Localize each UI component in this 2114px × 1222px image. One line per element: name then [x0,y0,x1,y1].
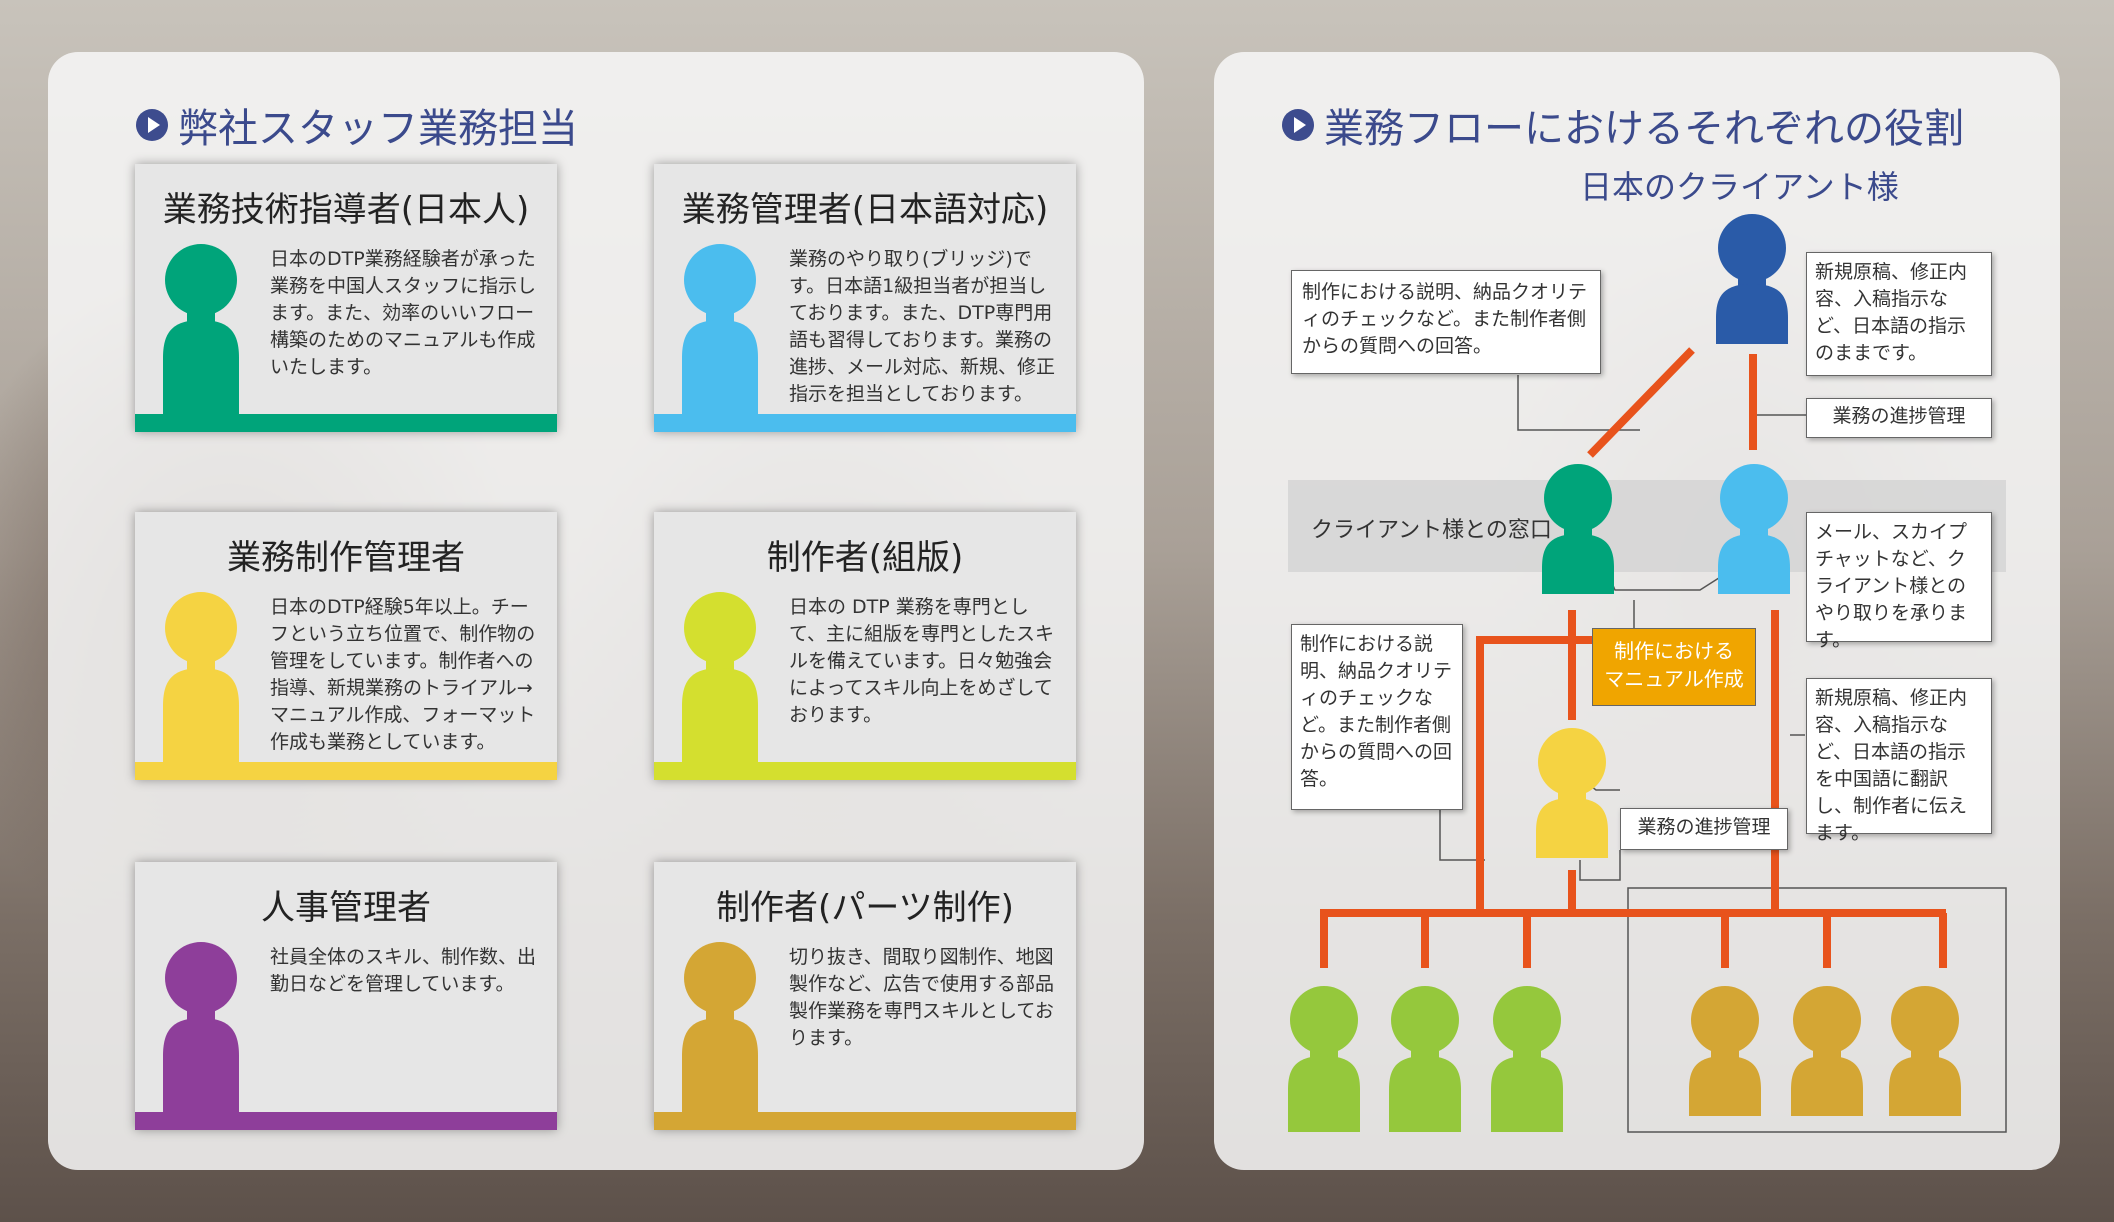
manual-creation-box: 制作における マニュアル作成 [1592,628,1756,706]
card-title: 制作者(パーツ制作) [716,888,1014,928]
parts-maker-figure [1791,986,1863,1116]
note-quality-check-top: 制作における説明、納品クオリティのチェックなど。また制作者側からの質問への回答。 [1291,270,1601,374]
client-label: 日本のクライアント様 [1580,168,1899,206]
card-color-bar [135,414,557,432]
person-icon [682,244,758,414]
typesetter-figure [1288,986,1360,1132]
note-translation: 新規原稿、修正内容、入稿指示など、日本語の指示を中国語に翻訳し、制作者に伝えます… [1806,678,1992,844]
supervisor-figure [1542,464,1614,594]
production-manager-figure [1536,728,1608,858]
card-description: 切り抜き、間取り図制作、地図製作など、広告で使用する部品製作業務を専門スキルとし… [789,946,1055,1049]
card-title: 業務管理者(日本語対応) [681,190,1049,230]
typesetter-figure [1389,986,1461,1132]
staff-heading: 弊社スタッフ業務担当 [136,96,578,154]
card-description: 日本のDTP業務経験者が承った業務を中国人スタッフに指示します。また、効率のいい… [270,248,537,378]
card-description: 日本のDTP経験5年以上。チーフという立ち位置で、制作物の管理をしています。制作… [270,596,536,753]
note-progress-bottom: 業務の進捗管理 [1620,808,1788,850]
person-icon [163,592,239,762]
note-progress-top: 業務の進捗管理 [1806,398,1992,438]
typesetter-figure [1491,986,1563,1132]
person-icon [682,942,758,1112]
manager-figure [1718,464,1790,594]
workflow-heading-text: 業務フローにおけるそれぞれの役割 [1324,106,1964,152]
card-title: 業務制作管理者 [227,538,465,578]
card-description: 社員全体のスキル、制作数、出勤日などを管理しています。 [270,946,537,995]
client-figure [1716,214,1788,344]
card-title: 人事管理者 [261,888,431,928]
parts-maker-figure [1689,986,1761,1116]
note-quality-check-lower: 制作における説明、納品クオリティのチェックなど。また制作者側からの質問への回答。 [1291,624,1463,810]
staff-card-typesetter: 制作者(組版) 日本の DTP 業務を専門として、主に組版を専門としたスキルを備… [654,512,1076,780]
staff-card-business-manager: 業務管理者(日本語対応) 業務のやり取り(ブリッジ)です。日本語1級担当者が担当… [654,164,1076,432]
flow-lines [1320,347,1947,968]
staff-card-parts-maker: 制作者(パーツ制作) 切り抜き、間取り図制作、地図製作など、広告で使用する部品製… [654,862,1076,1130]
card-title: 制作者(組版) [766,538,964,578]
card-color-bar [654,414,1076,432]
play-bullet-icon [1282,109,1314,141]
play-bullet-icon [136,109,168,141]
card-color-bar [654,1112,1076,1130]
staff-card-production-manager: 業務制作管理者 日本のDTP経験5年以上。チーフという立ち位置で、制作物の管理を… [135,512,557,780]
staff-card-hr-manager: 人事管理者 社員全体のスキル、制作数、出勤日などを管理しています。 [135,862,557,1130]
staff-heading-text: 弊社スタッフ業務担当 [178,106,578,152]
note-instructions-top: 新規原稿、修正内容、入稿指示など、日本語の指示のままです。 [1806,252,1992,376]
staff-card-technical-advisor: 業務技術指導者(日本人) 日本のDTP業務経験者が承った業務を中国人スタッフに指… [135,164,557,432]
card-color-bar [135,762,557,780]
card-color-bar [135,1112,557,1130]
workflow-heading: 業務フローにおけるそれぞれの役割 [1282,96,1964,154]
card-description: 業務のやり取り(ブリッジ)です。日本語1級担当者が担当しております。また、DTP… [789,248,1056,405]
note-contact-methods: メール、スカイプチャットなど、クライアント様とのやり取りを承ります。 [1806,512,1992,651]
card-title: 業務技術指導者(日本人) [162,190,530,230]
person-icon [163,942,239,1112]
card-description: 日本の DTP 業務を専門として、主に組版を専門としたスキルを備えています。日々… [789,596,1055,726]
contact-label: クライアント様との窓口 [1311,518,1552,543]
parts-maker-figure [1889,986,1961,1116]
card-color-bar [654,762,1076,780]
person-icon [163,244,239,414]
person-icon [682,592,758,762]
